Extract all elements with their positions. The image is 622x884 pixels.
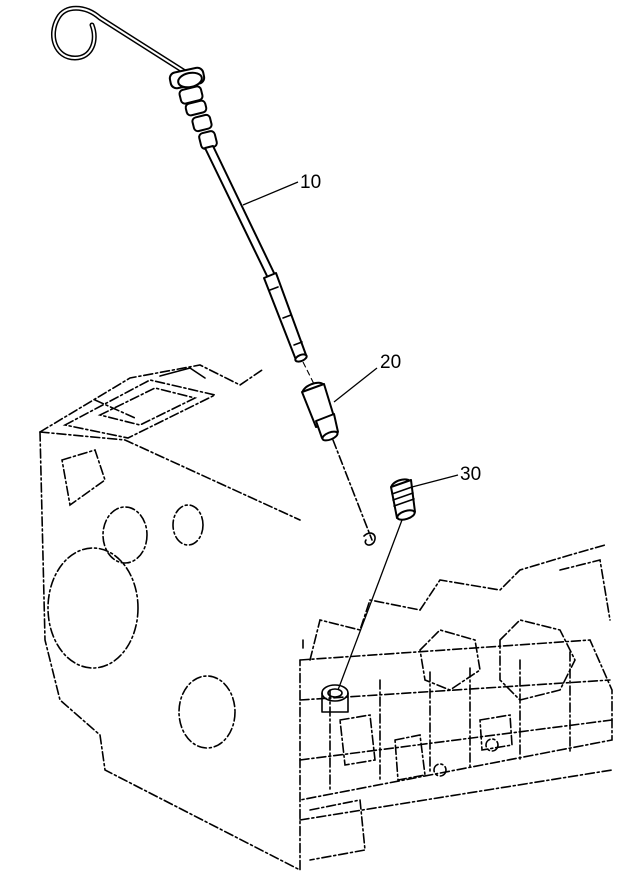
leader-line-30	[411, 474, 459, 488]
guide-tube-part-20	[301, 381, 339, 442]
retainer-clip	[363, 532, 376, 546]
leader-line-10	[242, 181, 299, 206]
callout-label-30: 30	[460, 464, 481, 485]
dipstick-part-10	[51, 5, 308, 363]
assembly-axis-line-2	[332, 439, 373, 541]
callout-20: 20	[333, 352, 401, 403]
callout-30: 30	[411, 464, 481, 488]
engine-block	[39, 364, 613, 872]
callout-label-10: 10	[300, 172, 321, 193]
plug-install-line	[337, 519, 403, 691]
callout-10: 10	[242, 172, 321, 206]
plug-part-30	[390, 478, 416, 521]
callout-label-20: 20	[380, 352, 401, 373]
leader-line-20	[333, 367, 378, 403]
